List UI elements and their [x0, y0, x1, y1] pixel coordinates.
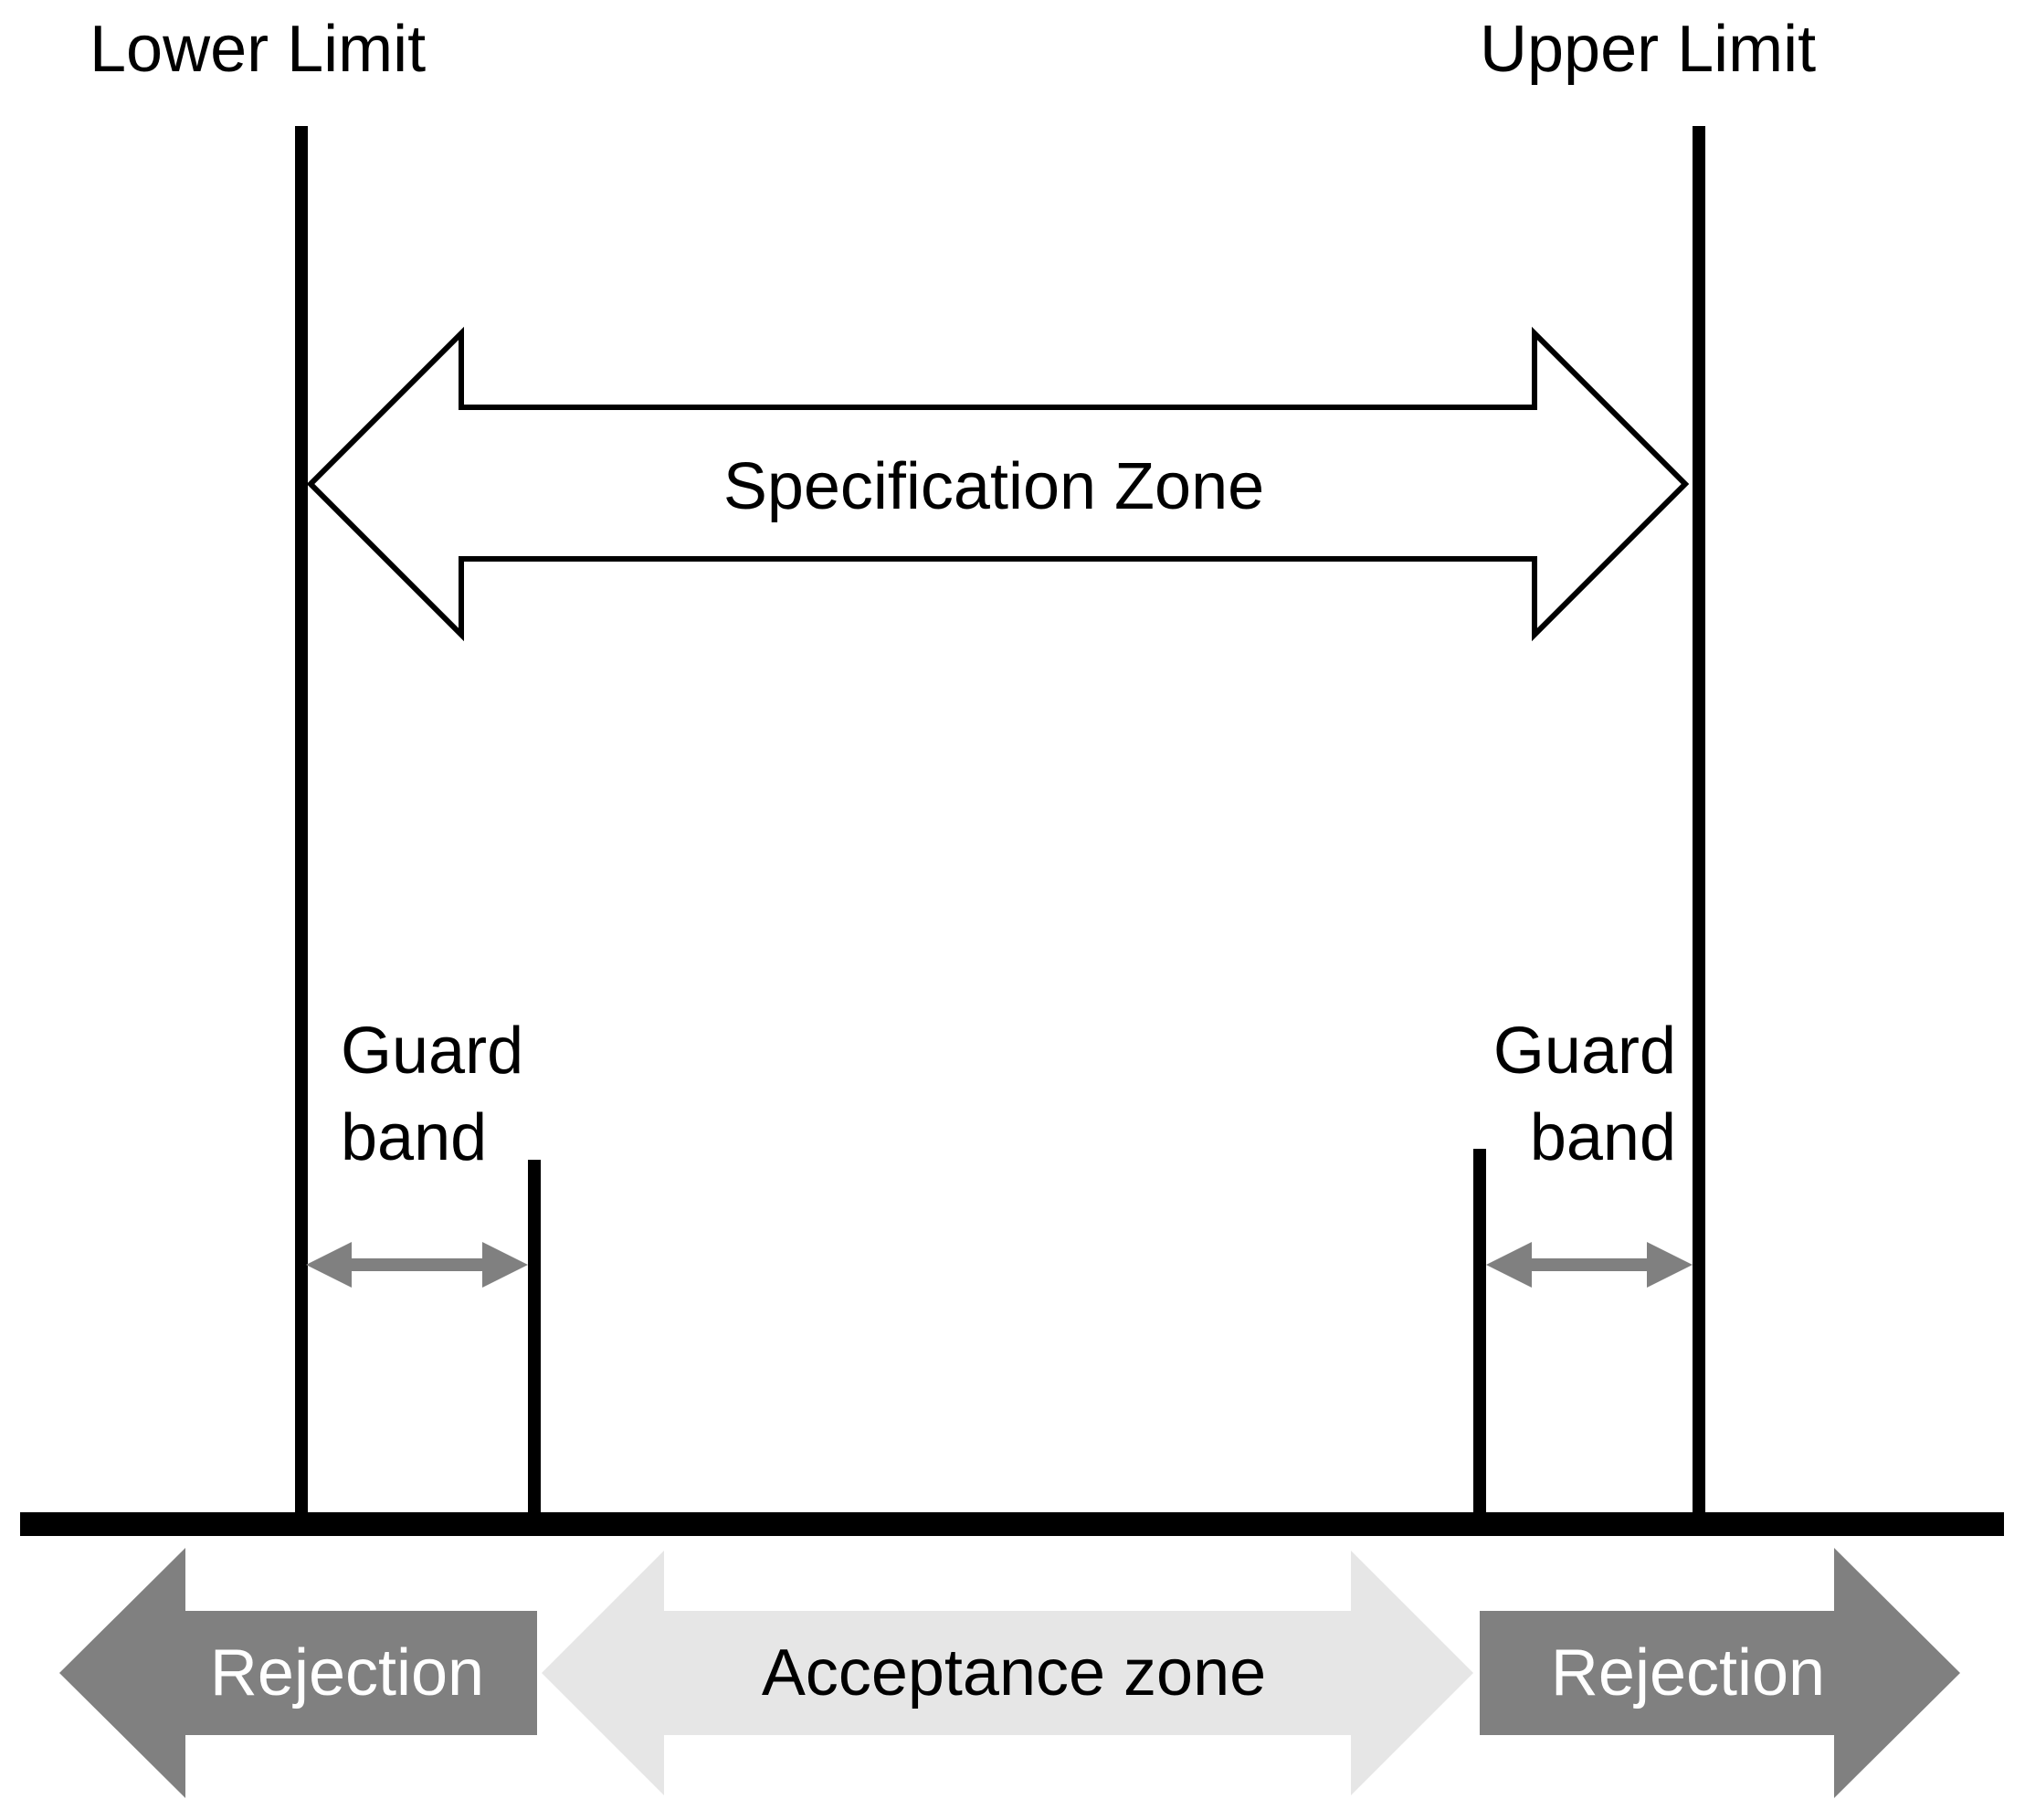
guard-band-left-label-line2: band	[341, 1101, 487, 1174]
upper-limit-label: Upper Limit	[1480, 13, 1816, 86]
specification-zone-label: Specification Zone	[723, 450, 1264, 523]
guard-band-right-label-line1: Guard	[1493, 1015, 1676, 1088]
acceptance-zone-label: Acceptance zone	[762, 1636, 1266, 1710]
guard-band-right-label-line2: band	[1530, 1101, 1676, 1174]
guard-band-left-line	[528, 1160, 541, 1520]
rejection-right-arrow	[1480, 1548, 1960, 1798]
specification-zone-arrow	[306, 326, 1690, 642]
guard-band-right-arrow	[1486, 1242, 1693, 1288]
baseline	[20, 1512, 2004, 1536]
lower-limit-label: Lower Limit	[90, 13, 426, 86]
rejection-right-label: Rejection	[1551, 1636, 1825, 1710]
lower-limit-line	[295, 126, 308, 1520]
guard-band-right-line	[1473, 1149, 1486, 1520]
acceptance-zone-arrow	[542, 1551, 1473, 1795]
rejection-left-arrow	[59, 1548, 537, 1798]
rejection-left-label: Rejection	[210, 1636, 484, 1710]
upper-limit-line	[1693, 126, 1705, 1520]
guard-band-left-label-line1: Guard	[341, 1015, 523, 1088]
guard-band-left-arrow	[306, 1242, 528, 1288]
